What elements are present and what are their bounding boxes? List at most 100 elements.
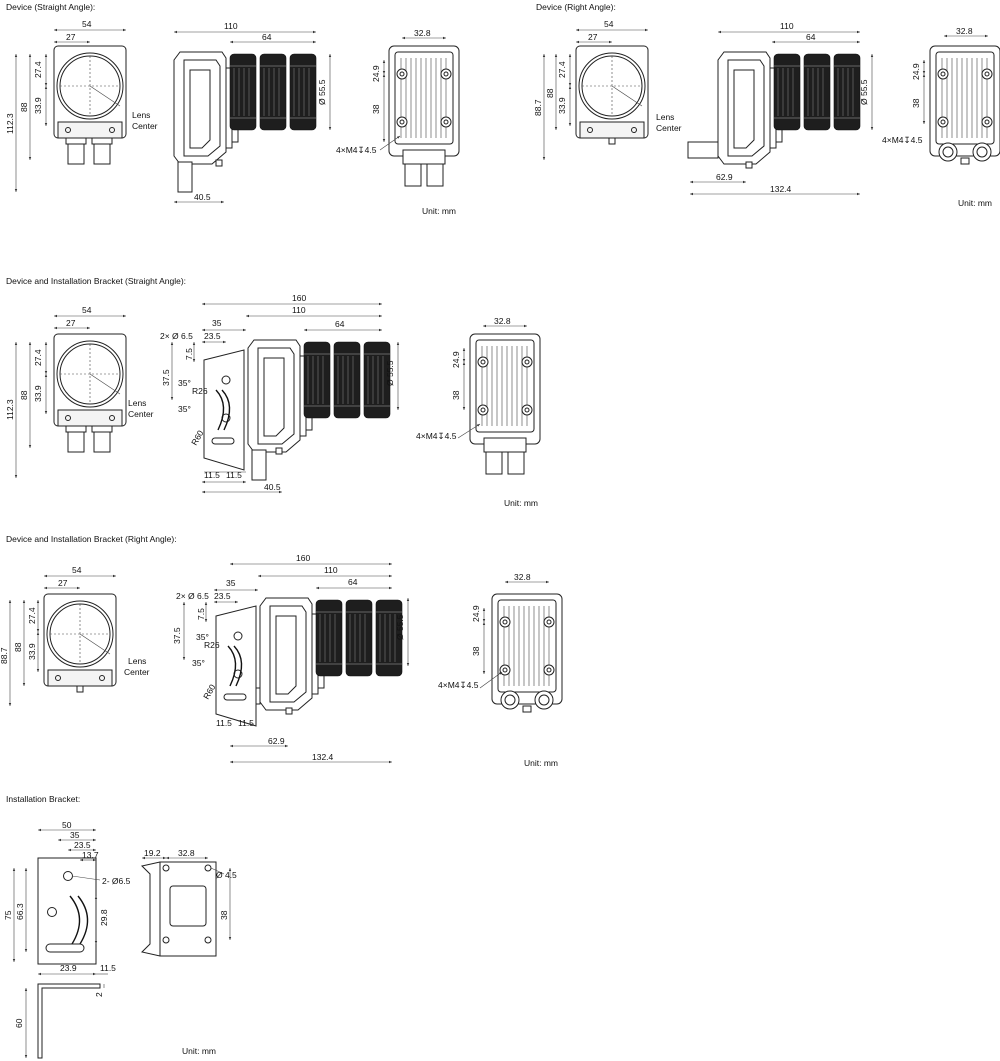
lens-center-br2: Center (124, 667, 150, 677)
dims-rear-right (922, 34, 988, 124)
unit-4: Unit: mm (524, 758, 558, 768)
dim-b-23-5: 23.5 (74, 840, 91, 850)
dim-54: 54 (82, 19, 92, 29)
unit-3: Unit: mm (504, 498, 538, 508)
dim-27-4-b: 27.4 (33, 349, 43, 366)
dim-132-4-r: 132.4 (770, 184, 792, 194)
rear-view-right (929, 45, 1000, 165)
dim-38-br: 38 (471, 646, 481, 656)
dim-27-4: 27.4 (33, 61, 43, 78)
dims-rear-bracket-straight (457, 324, 527, 439)
dim-24-9: 24.9 (371, 65, 381, 82)
ang-35-b2: 35° (178, 404, 191, 414)
dim-64: 64 (262, 32, 272, 42)
dims-rear-straight (379, 36, 446, 151)
dim-tp-19-2: 19.2 (144, 848, 161, 858)
heading-device-right: Device (Right Angle): (536, 2, 616, 12)
rear-view-bracket-straight (469, 333, 541, 475)
lens-center-b1: Lens (128, 398, 146, 408)
lens-center-br1: Lens (128, 656, 146, 666)
dim-27-r: 27 (588, 32, 598, 42)
heading-bracket-straight: Device and Installation Bracket (Straigh… (6, 276, 186, 286)
dim-screw-r: 4×M4↧4.5 (882, 135, 923, 145)
dim-88-7-r: 88.7 (533, 99, 543, 116)
dim-screw-br: 4×M4↧4.5 (438, 680, 479, 690)
dim-37-5-br: 37.5 (172, 627, 182, 644)
dim-7-5-b: 7.5 (184, 348, 194, 360)
dim-24-9-r: 24.9 (911, 63, 921, 80)
dims-front-bracket-right (8, 574, 116, 706)
dim-27-4-r: 27.4 (557, 61, 567, 78)
ang-35-b1: 35° (178, 378, 191, 388)
dim-b-29-8: 29.8 (99, 909, 109, 926)
dim-35-br: 35 (226, 578, 236, 588)
dim-11-5-br1: 11.5 (216, 718, 232, 728)
front-view-bracket-right (43, 593, 117, 693)
front-view-right (575, 45, 649, 145)
dims-front-right (542, 28, 648, 160)
dim-132-4-br: 132.4 (312, 752, 334, 762)
lens-center-r2: Center (656, 123, 682, 133)
dim-hole-b: 2× Ø 6.5 (160, 331, 193, 341)
lens-center-1: Lens (132, 110, 150, 120)
dim-54-b: 54 (82, 305, 92, 315)
dim-screw: 4×M4↧4.5 (336, 145, 377, 155)
dim-33-9-b: 33.9 (33, 385, 43, 402)
dims-installation-bracket (12, 828, 108, 1058)
dim-110-b: 110 (292, 305, 306, 315)
dims-front-straight (14, 28, 126, 192)
front-view-straight (53, 45, 127, 165)
dim-hole-br: 2× Ø 6.5 (176, 591, 209, 601)
dim-r26-b: R26 (192, 386, 208, 396)
dim-32-8-br: 32.8 (514, 572, 531, 582)
dims-side-straight (174, 30, 332, 204)
rear-view-bracket-right (491, 593, 563, 713)
unit-1: Unit: mm (422, 206, 456, 216)
rear-view-straight (388, 45, 460, 187)
dim-38: 38 (371, 104, 381, 114)
dim-62-9-br: 62.9 (268, 736, 285, 746)
dim-b-23-9: 23.9 (60, 963, 77, 973)
dim-160: 160 (292, 293, 306, 303)
dims-side-right (690, 30, 874, 196)
dim-tp-dia: Ø 4.5 (216, 870, 237, 880)
dim-32-8-b: 32.8 (494, 316, 511, 326)
dims-front-bracket-straight (14, 314, 126, 478)
dim-dia-r: Ø 55.5 (859, 79, 869, 105)
dim-r26-br: R26 (204, 640, 220, 650)
dim-38-r: 38 (911, 98, 921, 108)
dim-32-8-r: 32.8 (956, 26, 973, 36)
dim-110-r: 110 (780, 21, 794, 31)
dim-11-5-b1: 11.5 (204, 470, 220, 480)
dim-88: 88 (19, 102, 29, 112)
dim-64-r: 64 (806, 32, 816, 42)
dim-b-11-5: 11.5 (100, 963, 116, 973)
dims-side-bracket-right (182, 562, 410, 764)
dim-27-4-br: 27.4 (27, 607, 37, 624)
dim-88-7-br: 88.7 (0, 647, 9, 664)
dim-dia-b: Ø 55.5 (385, 360, 395, 386)
side-view-straight (173, 51, 317, 193)
heading-bracket-right: Device and Installation Bracket (Right A… (6, 534, 177, 544)
dim-27-br: 27 (58, 578, 68, 588)
dim-b-50: 50 (62, 820, 72, 830)
bracket-straight (203, 349, 245, 471)
dim-40-5: 40.5 (194, 192, 211, 202)
dim-b-75: 75 (3, 910, 13, 920)
dim-r60-br: R60 (201, 682, 218, 701)
dim-64-b: 64 (335, 319, 345, 329)
dim-35-b: 35 (212, 318, 222, 328)
side-view-bracket-straight (247, 339, 391, 481)
unit-5: Unit: mm (182, 1046, 216, 1056)
dim-11-5-br2: 11.5 (238, 718, 254, 728)
front-view-bracket-straight (53, 333, 127, 453)
bracket-front-plate (37, 857, 97, 965)
dims-rear-bracket-right (479, 580, 549, 689)
dim-37-5-b: 37.5 (161, 369, 171, 386)
ang-35-br1: 35° (196, 632, 209, 642)
dim-b-13-7: 13.7 (82, 850, 99, 860)
dim-64-br: 64 (348, 577, 358, 587)
dim-23-5-br: 23.5 (214, 591, 231, 601)
dim-32-8: 32.8 (414, 28, 431, 38)
dim-b-60: 60 (14, 1018, 24, 1028)
